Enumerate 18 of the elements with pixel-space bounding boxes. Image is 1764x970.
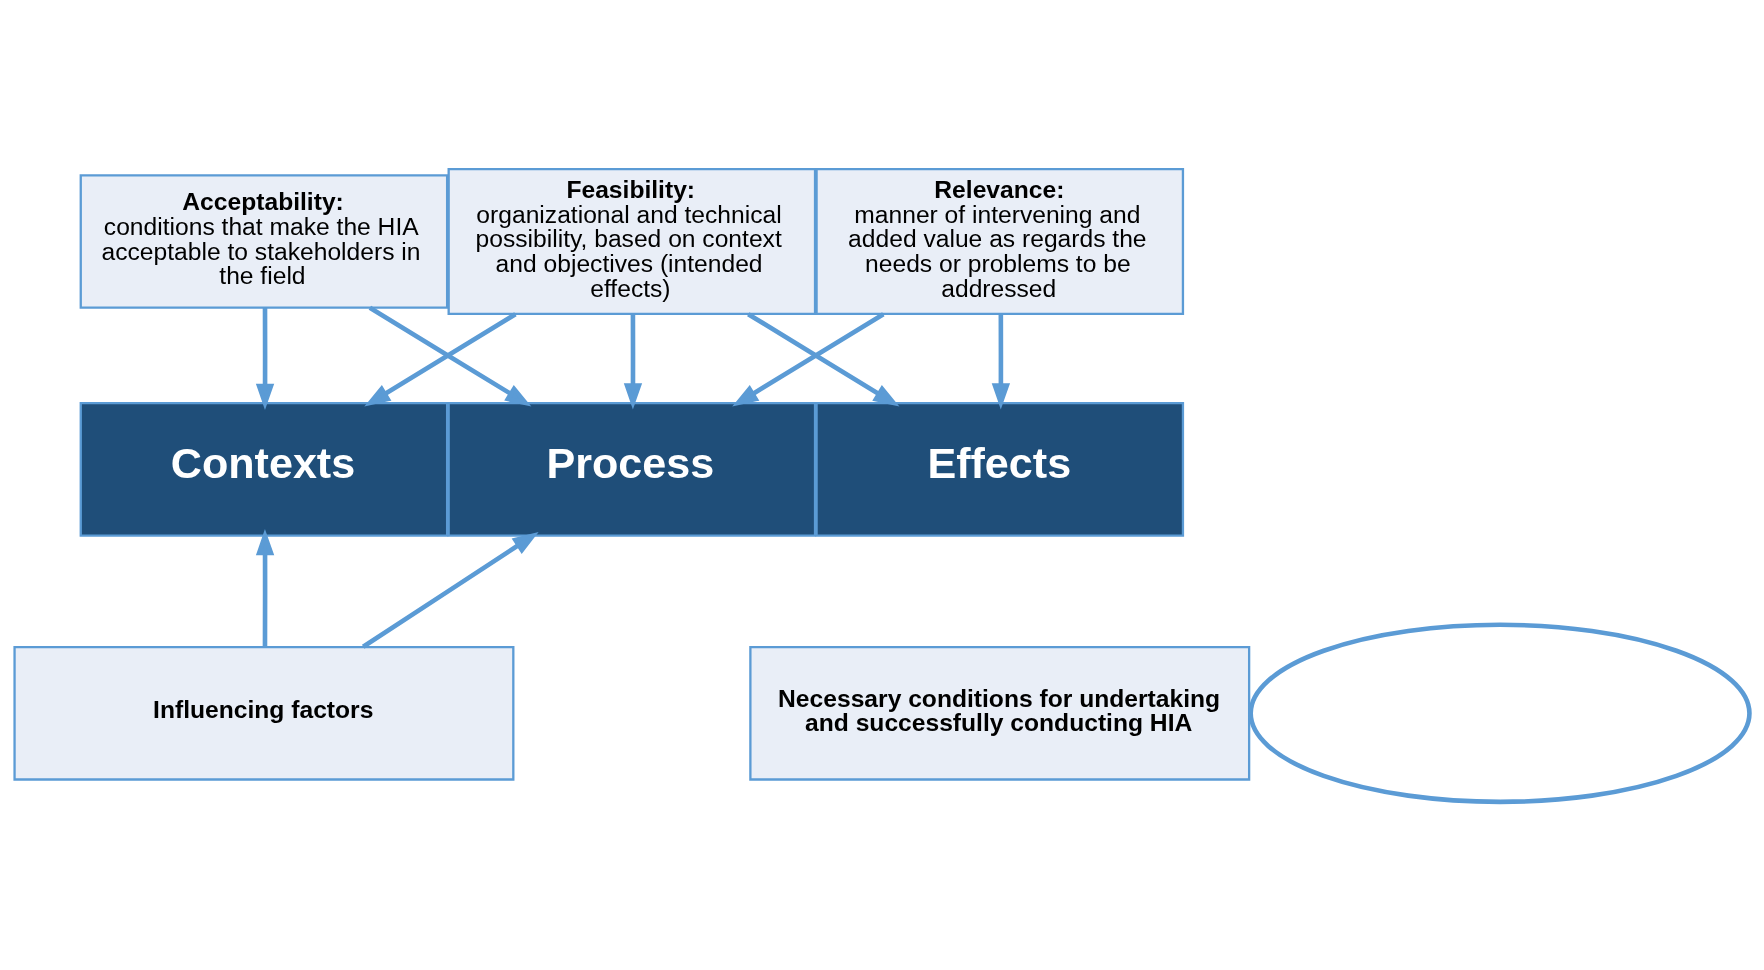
arrow [368, 305, 532, 406]
arrow [623, 313, 643, 409]
node-box: Necessary conditions for undertaking and successfully conducting HIA [749, 645, 1251, 781]
node-box: Relevance: manner of intervening and added value as regards the needs or problems to be addressed [815, 167, 1185, 315]
node-box: Acceptability: conditions that make the HIA acceptable to stakeholders in the field [79, 173, 449, 309]
node-box: Contexts [79, 401, 449, 537]
node-ellipse [1248, 622, 1752, 804]
node-box: Feasibility: organizational and technical possibility, based on context and objectives (intended effects) [447, 167, 817, 315]
node-box: Process [447, 401, 817, 537]
arrow [255, 307, 275, 410]
arrow [747, 311, 900, 406]
arrow [732, 311, 885, 407]
node-box: Influencing factors [13, 645, 515, 781]
arrow [364, 311, 517, 406]
arrow [361, 531, 539, 649]
arrow [991, 313, 1011, 409]
node-box: Effects [815, 401, 1185, 537]
arrow [255, 528, 275, 647]
